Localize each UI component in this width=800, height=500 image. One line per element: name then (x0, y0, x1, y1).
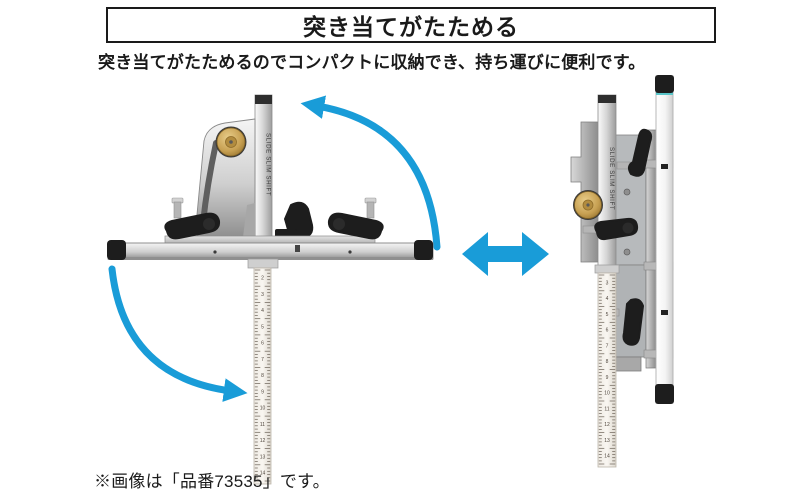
svg-text:11: 11 (260, 422, 265, 428)
subtitle-text: 突き当てがたためるのでコンパクトに収納でき、持ち運びに便利です。 (98, 53, 646, 72)
fence-bar-folded (655, 75, 674, 404)
svg-text:3: 3 (261, 292, 264, 298)
fence-end-cap-left (107, 240, 126, 260)
clamp-lever-right (327, 197, 384, 240)
svg-text:8: 8 (261, 373, 264, 379)
svg-text:6: 6 (261, 341, 264, 347)
svg-text:9: 9 (261, 389, 264, 395)
fold-arrow-down-icon (108, 265, 248, 402)
svg-text:14: 14 (260, 471, 266, 477)
clamp-lever-top (616, 128, 653, 177)
svg-text:10: 10 (260, 406, 266, 412)
title-box: 突き当てがたためる (106, 7, 716, 43)
page-title: 突き当てがたためる (303, 14, 519, 40)
svg-text:6: 6 (606, 328, 609, 334)
svg-text:5: 5 (606, 312, 609, 318)
image-note: ※画像は「品番73535」です。 (94, 472, 330, 491)
ruler-blade-folded: 3 4 5 6 7 8 9 10 11 12 13 14 (594, 264, 620, 468)
svg-text:8: 8 (606, 359, 609, 365)
fence-end-cap-top (655, 75, 674, 93)
clamp-lever-middle (582, 217, 639, 241)
svg-text:10: 10 (604, 391, 610, 397)
centre-clamp-lever (275, 201, 314, 241)
product-photo-unfolded: SLIDE SLIM SHIFT (107, 94, 441, 485)
fold-arrow-up-icon (300, 95, 441, 251)
svg-text:9: 9 (606, 375, 609, 381)
post-model-text: SLIDE SLIM SHIFT (265, 133, 272, 196)
svg-text:13: 13 (260, 454, 266, 460)
fence-bar (107, 235, 434, 260)
svg-text:2: 2 (261, 276, 264, 282)
svg-text:14: 14 (604, 454, 610, 460)
post-model-text: SLIDE SLIM SHIFT (608, 147, 615, 210)
ruler-blade: 2 3 4 5 6 7 8 9 10 11 12 13 14 (247, 258, 279, 485)
svg-text:12: 12 (260, 438, 266, 444)
svg-text:11: 11 (604, 406, 609, 412)
guide-post: SLIDE SLIM SHIFT (254, 94, 273, 261)
fence-end-cap-right (414, 240, 433, 260)
brass-knob-icon (573, 190, 603, 220)
svg-text:7: 7 (606, 343, 609, 349)
fence-end-cap-bottom (655, 384, 674, 404)
svg-text:7: 7 (261, 357, 264, 363)
angle-bracket (195, 118, 256, 238)
guide-post-folded: SLIDE SLIM SHIFT (597, 94, 617, 271)
product-photo-folded: SLIDE SLIM SHIFT 3 4 5 6 7 8 9 10 11 12 13 14 (570, 75, 674, 468)
swap-arrow-icon (462, 232, 549, 276)
svg-text:3: 3 (606, 280, 609, 286)
svg-text:4: 4 (606, 296, 609, 302)
svg-text:5: 5 (261, 324, 264, 330)
svg-text:4: 4 (261, 308, 264, 314)
svg-text:12: 12 (604, 422, 610, 428)
svg-text:13: 13 (604, 438, 610, 444)
